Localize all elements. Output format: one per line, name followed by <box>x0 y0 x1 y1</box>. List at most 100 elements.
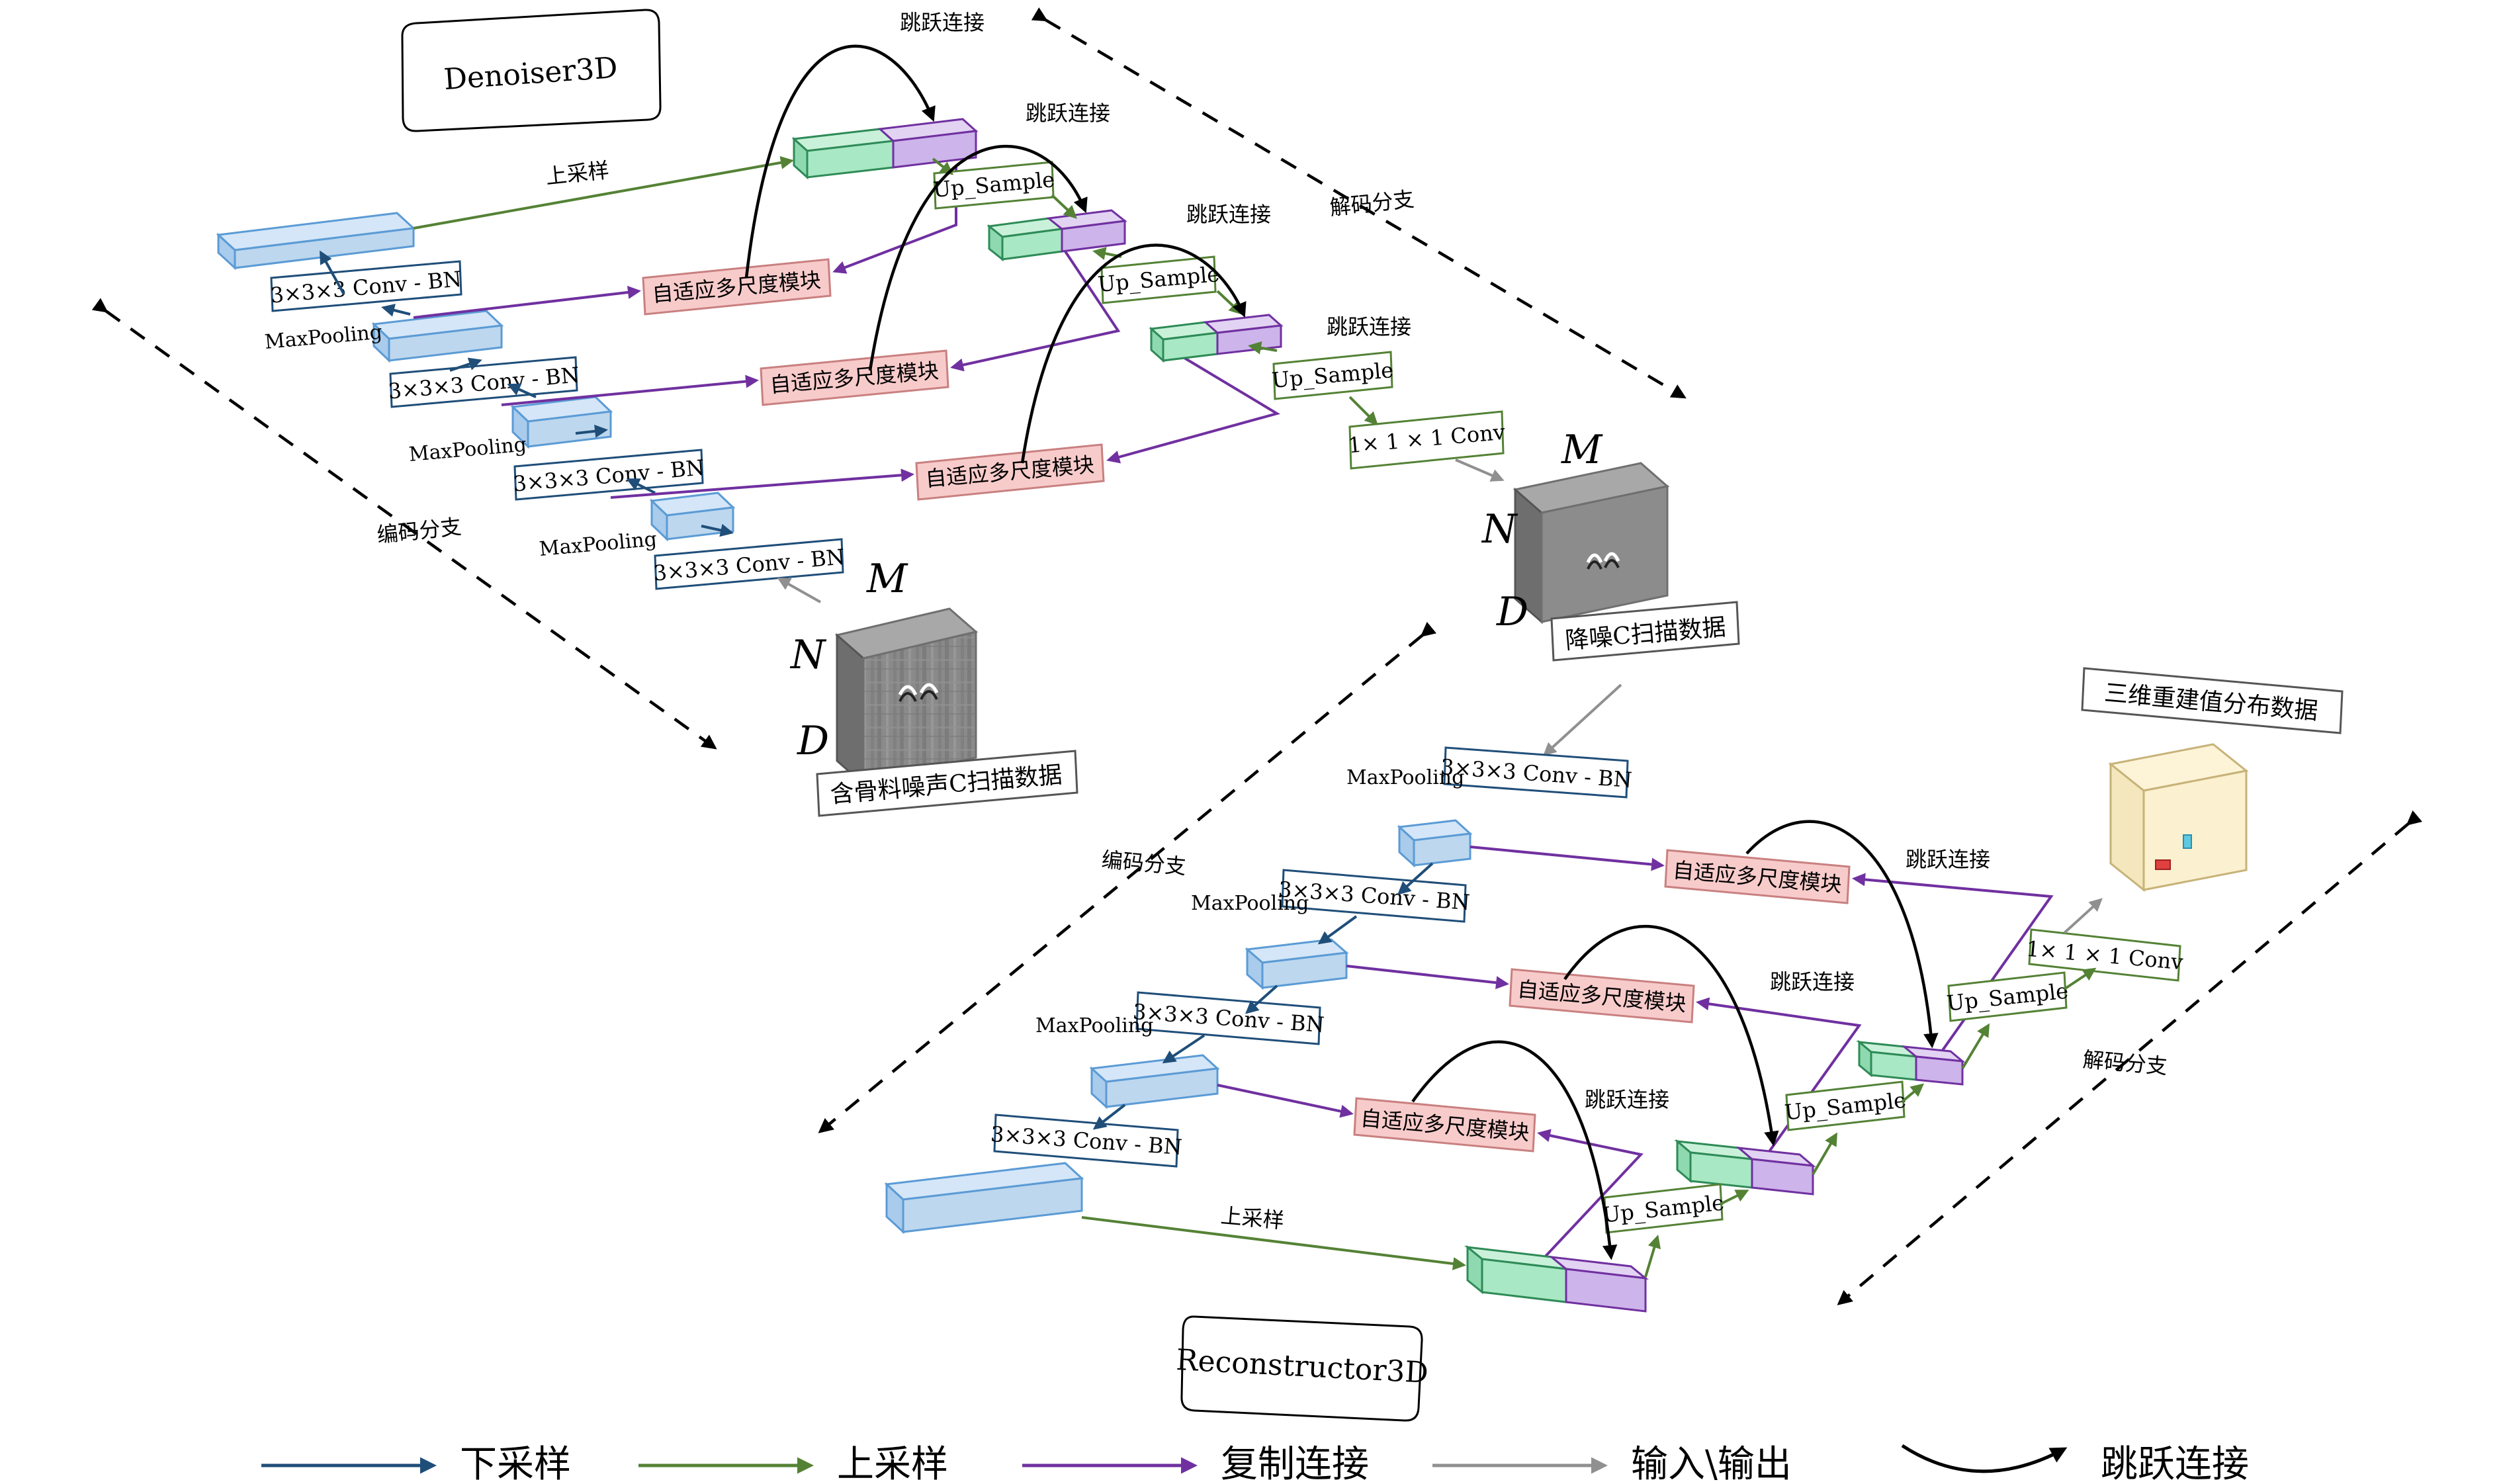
reconstructor-copy-arrows <box>1217 846 2054 1262</box>
legend-label-io: 输入\输出 <box>1631 1443 1792 1484</box>
denoiser-input-axis-d: D <box>797 718 829 764</box>
reconstructor-decoder-branch-label: 解码分支 <box>2082 1047 2168 1079</box>
reconstructor-upsample-label: 上采样 <box>1219 1203 1285 1233</box>
reconstructor-output-arrow <box>2063 898 2103 934</box>
denoiser-skip-connections <box>744 44 1247 464</box>
denoiser-output-axis-d: D <box>1496 589 1528 635</box>
reconstructor-skip-connections <box>1411 820 1939 1260</box>
denoiser-msa-2: 自适应多尺度模块 <box>760 349 949 406</box>
denoiser-pool-label-3: MaxPooling <box>539 528 658 561</box>
reconstructor-encoder-block-3 <box>1089 1054 1220 1110</box>
reconstructor-up-sample-1: Up_Sample <box>1601 1183 1726 1234</box>
reconstructor-pool-label-2: MaxPooling <box>1191 892 1309 915</box>
reconstructor-conv-label-1: 3×3×3 Conv - BN <box>1440 746 1633 799</box>
legend-label-copy: 复制连接 <box>1221 1443 1369 1484</box>
reconstructor-conv-label-2: 3×3×3 Conv - BN <box>1278 869 1471 923</box>
denoiser-input-arrow <box>777 578 821 603</box>
reconstructor-skip-label-2: 跳跃连接 <box>1770 969 1855 994</box>
denoiser-upsample-line <box>413 155 794 230</box>
reconstructor-msa-3: 自适应多尺度模块 <box>1353 1097 1536 1153</box>
denoiser-output-cube <box>1513 462 1670 625</box>
legend-item-downsample: 下采样 <box>261 1443 571 1484</box>
reconstructor-skip-label-3: 跳跃连接 <box>1585 1087 1669 1112</box>
reconstructor-downsample-arrows <box>1092 862 1434 1130</box>
denoiser-up-sample-2: Up_Sample <box>1097 255 1221 304</box>
denoiser-copy-arrows <box>413 165 1281 499</box>
denoiser-output-axis-m: M <box>1561 427 1603 473</box>
reconstructor-skip-label-1: 跳跃连接 <box>1906 847 1990 872</box>
denoiser-skip-label-2: 跳跃连接 <box>1026 101 1110 126</box>
legend-item-copy: 复制连接 <box>1022 1443 1369 1484</box>
denoiser-decoder-upsample-arrows <box>932 157 1378 425</box>
denoiser-conv-label-4: 3×3×3 Conv - BN <box>652 538 846 590</box>
reconstructor-conv-label-4: 3×3×3 Conv - BN <box>990 1113 1183 1168</box>
legend-item-upsample: 上采样 <box>638 1443 948 1484</box>
legend-label-downsample: 下采样 <box>460 1443 571 1484</box>
denoiser-title: Denoiser3D <box>401 9 662 132</box>
reconstructor-encoder-block-1 <box>1397 819 1473 868</box>
legend-label-upsample: 上采样 <box>837 1443 948 1484</box>
reconstructor-up-sample-3: Up_Sample <box>1945 971 2070 1022</box>
branch-arrows <box>91 7 2423 1305</box>
reconstructor-msa-1: 自适应多尺度模块 <box>1664 849 1851 904</box>
legend-item-skip: 跳跃连接 <box>1901 1443 2249 1484</box>
denoiser-pool-label-1: MaxPooling <box>264 321 384 354</box>
reconstructor-conv-label-3: 3×3×3 Conv - BN <box>1132 991 1325 1045</box>
reconstructor-encoder-block-4 <box>884 1162 1084 1235</box>
denoiser-encoder-block-2 <box>371 310 504 363</box>
denoiser-decoder-block-3 <box>1149 314 1284 363</box>
reconstructor-decoder-branch-arrow <box>1837 810 2423 1305</box>
denoiser-encoder-branch-label: 编码分支 <box>376 514 462 548</box>
legend-item-io: 输入\输出 <box>1432 1443 1792 1484</box>
reconstructor-encoder-block-2 <box>1245 938 1349 990</box>
legend-label-skip: 跳跃连接 <box>2101 1443 2249 1484</box>
reconstructor-input-arrow <box>1543 683 1622 756</box>
denoiser-input-axis-m: M <box>866 556 908 602</box>
denoiser-skip-label-3: 跳跃连接 <box>1186 202 1271 227</box>
denoiser-msa-1: 自适应多尺度模块 <box>642 258 832 316</box>
denoiser-encoder-branch-arrow <box>91 298 717 750</box>
reconstructor-decoder-block-2 <box>1674 1139 1816 1196</box>
denoiser-encoder-block-1 <box>216 212 416 271</box>
denoiser-upsample-label: 上采样 <box>545 157 610 189</box>
denoiser-out-conv: 1× 1 × 1 Conv <box>1347 410 1506 470</box>
denoiser-decoder-block-1 <box>791 118 979 180</box>
denoiser-input-caption: 含骨料噪声C扫描数据 <box>816 750 1078 817</box>
reconstructor-out-conv: 1× 1 × 1 Conv <box>2025 928 2184 982</box>
denoiser-output-axis-n: N <box>1481 506 1518 552</box>
reconstructor-output-volume <box>2108 743 2249 893</box>
reconstructor-decoder-upsample-arrows <box>1644 967 2097 1278</box>
denoiser-output-arrow <box>1455 458 1505 482</box>
denoiser-panel: Denoiser3D 3×3×3 Conv - BN <box>216 9 1740 817</box>
denoiser-encoder-block-3 <box>510 396 613 449</box>
denoiser-decoder-block-2 <box>987 209 1127 262</box>
reconstructor-decoder-block-1 <box>1464 1244 1649 1313</box>
reconstructor-decoder-block-3 <box>1856 1039 1966 1086</box>
denoiser-input-axis-n: N <box>789 632 827 678</box>
denoiser-decoder-branch-label: 解码分支 <box>1329 187 1415 220</box>
reconstructor-msa-2: 自适应多尺度模块 <box>1509 968 1695 1024</box>
denoiser-skip-label-1: 跳跃连接 <box>900 10 985 35</box>
denoiser-up-sample-1: Up_Sample <box>932 161 1056 210</box>
denoiser-up-sample-3: Up_Sample <box>1271 351 1395 400</box>
legend: 下采样 上采样 复制连接 输入\输出 跳跃连接 <box>261 1443 2249 1484</box>
reconstructor-title: Reconstructor3D <box>1175 1315 1429 1422</box>
denoiser-decoder-branch-arrow <box>1031 7 1687 399</box>
reconstructor-pool-label-1: MaxPooling <box>1346 766 1464 789</box>
denoiser-input-cube <box>834 607 979 787</box>
reconstructor-output-caption: 三维重建值分布数据 <box>2081 667 2344 734</box>
reconstructor-panel: Reconstructor3D 3×3×3 Conv - BN <box>884 667 2344 1422</box>
denoiser-encoder-block-4 <box>649 492 736 542</box>
reconstructor-upsample-line <box>1081 1216 1466 1270</box>
denoiser-conv-label-1: 3×3×3 Conv - BN <box>269 260 462 312</box>
denoiser-pool-label-2: MaxPooling <box>408 433 528 466</box>
reconstructor-up-sample-2: Up_Sample <box>1783 1080 1908 1131</box>
reconstructor-encoder-branch-arrow <box>818 621 1437 1133</box>
denoiser-msa-3: 自适应多尺度模块 <box>915 443 1105 501</box>
reconstructor-encoder-branch-label: 编码分支 <box>1100 847 1187 879</box>
reconstructor-pool-label-3: MaxPooling <box>1035 1014 1153 1037</box>
denoiser-skip-label-4: 跳跃连接 <box>1327 314 1411 339</box>
denoiser-downsample-arrows <box>320 250 734 537</box>
denoiser-output-caption: 降噪C扫描数据 <box>1550 601 1740 662</box>
